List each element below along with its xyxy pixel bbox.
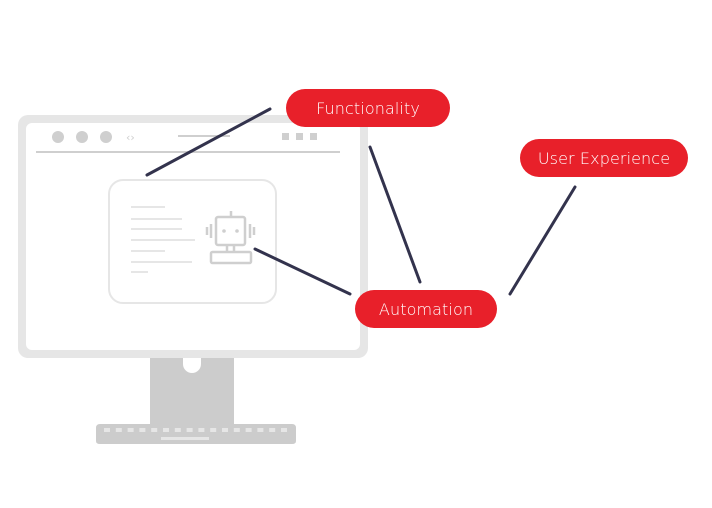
keyboard-key xyxy=(257,428,264,432)
text-line xyxy=(131,218,182,220)
text-line xyxy=(131,271,148,273)
connectors xyxy=(145,107,577,296)
connector-card-to-functionality xyxy=(145,107,272,177)
card-text-lines xyxy=(131,206,195,273)
stand-cutout xyxy=(183,358,201,373)
connector-functionality-to-automation xyxy=(368,145,422,284)
menu-square-icon[interactable] xyxy=(310,133,317,140)
text-line xyxy=(131,228,182,230)
label-user-experience[interactable]: User Experience xyxy=(520,139,688,177)
keyboard-key xyxy=(281,428,287,432)
keyboard-key xyxy=(210,428,217,432)
text-line xyxy=(131,250,165,252)
card-frame xyxy=(108,179,277,304)
label-automation[interactable]: Automation xyxy=(355,290,497,328)
keyboard-key xyxy=(163,428,169,432)
text-line xyxy=(131,206,165,208)
window-dot-close-icon[interactable] xyxy=(52,131,64,143)
label-functionality[interactable]: Functionality xyxy=(286,89,450,127)
keyboard-key xyxy=(269,428,276,432)
label-text: Automation xyxy=(378,299,474,319)
keyboard xyxy=(96,424,296,444)
connector-robot-to-automation xyxy=(253,247,352,296)
keyboard-key xyxy=(245,428,252,432)
address-bar[interactable] xyxy=(178,135,230,137)
back-forward-arrows-icon[interactable]: ‹› xyxy=(126,131,135,144)
keyboard-key xyxy=(174,428,181,432)
window-dot-maximize-icon[interactable] xyxy=(100,131,112,143)
menu-square-icon[interactable] xyxy=(282,133,289,140)
keyboard-key xyxy=(186,428,193,432)
keyboard-keys xyxy=(104,428,287,432)
keyboard-key xyxy=(127,428,134,432)
keyboard-key xyxy=(139,428,146,432)
keyboard-key xyxy=(222,428,228,432)
menu-square-icon[interactable] xyxy=(296,133,303,140)
keyboard-spacebar xyxy=(161,437,209,440)
keyboard-key xyxy=(198,428,205,432)
connector-ux-to-automation xyxy=(508,185,577,296)
label-text: Functionality xyxy=(316,98,420,118)
text-line xyxy=(131,239,195,241)
keyboard-key xyxy=(104,428,110,432)
text-line xyxy=(131,261,192,263)
keyboard-key xyxy=(151,428,158,432)
keyboard-key xyxy=(115,428,122,432)
keyboard-key xyxy=(233,428,240,432)
robot-icon xyxy=(205,211,256,265)
window-dot-minimize-icon[interactable] xyxy=(76,131,88,143)
bot-card[interactable] xyxy=(108,179,277,304)
label-text: User Experience xyxy=(537,148,671,168)
